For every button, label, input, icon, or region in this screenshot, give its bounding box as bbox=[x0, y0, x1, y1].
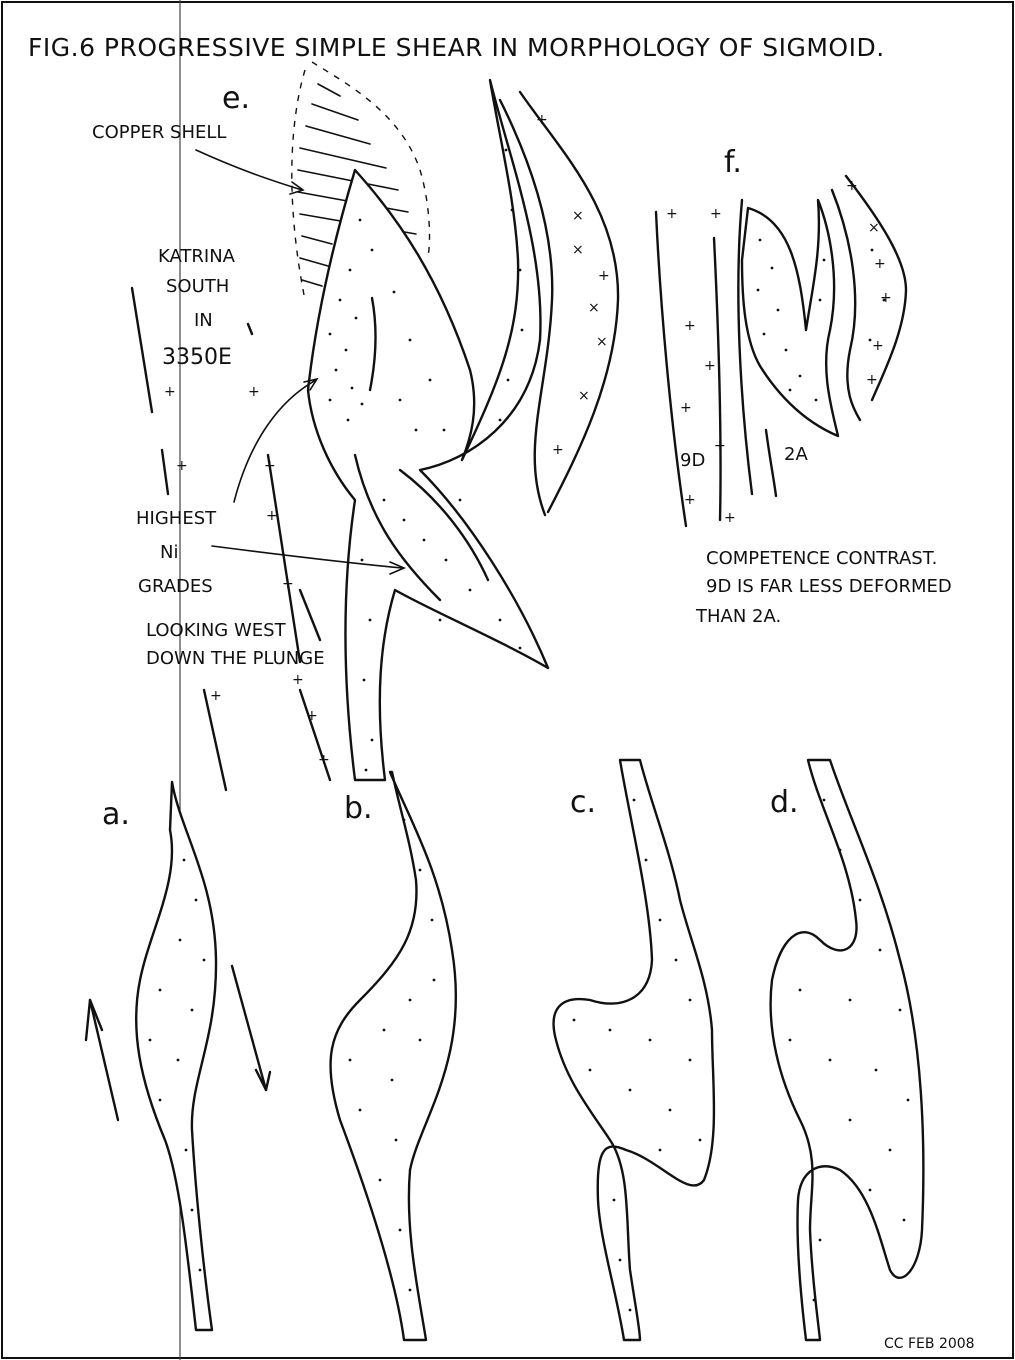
svg-text:×: × bbox=[596, 334, 608, 350]
svg-text:+: + bbox=[282, 576, 294, 592]
panel-label-d: d. bbox=[770, 785, 799, 820]
shear-arrow-right-a bbox=[232, 966, 266, 1090]
signature: CC FEB 2008 bbox=[884, 1336, 975, 1352]
host-line-f-4 bbox=[766, 430, 776, 496]
svg-text:+: + bbox=[536, 112, 548, 128]
grades-arrow-upper bbox=[234, 380, 316, 502]
sigmoid-body-a bbox=[136, 782, 216, 1330]
svg-text:×: × bbox=[572, 242, 584, 258]
svg-text:+: + bbox=[880, 290, 892, 306]
competence-note-line1: COMPETENCE CONTRAST. bbox=[706, 548, 937, 569]
grades-label-line3: GRADES bbox=[138, 576, 213, 597]
unit-label-2a: 2A bbox=[784, 444, 808, 465]
host-line-left-2 bbox=[162, 450, 168, 494]
svg-text:+: + bbox=[680, 400, 692, 416]
svg-text:+: + bbox=[704, 358, 716, 374]
sigmoid-body-b bbox=[330, 772, 455, 1340]
location-label-line1: KATRINA bbox=[158, 246, 236, 267]
host-line-f-2 bbox=[714, 238, 721, 520]
svg-text:+: + bbox=[666, 206, 678, 222]
copper-shell-label: COPPER SHELL bbox=[92, 122, 226, 143]
panel-c: c. bbox=[554, 760, 714, 1340]
svg-text:×: × bbox=[868, 220, 880, 236]
panel-b: b. bbox=[330, 772, 455, 1340]
svg-text:×: × bbox=[572, 208, 584, 224]
looking-label-line1: LOOKING WEST bbox=[146, 620, 287, 641]
svg-text:+: + bbox=[710, 206, 722, 222]
svg-text:+: + bbox=[266, 508, 278, 524]
panel-a: a. bbox=[86, 782, 270, 1330]
panel-d: d. bbox=[770, 760, 923, 1340]
host-line-f-1 bbox=[656, 212, 686, 526]
unit-label-9d: 9D bbox=[680, 450, 705, 471]
svg-text:+: + bbox=[210, 688, 222, 704]
shear-arrow-left-a bbox=[90, 1000, 118, 1120]
host-line-left-6 bbox=[204, 690, 226, 790]
panel-label-a: a. bbox=[102, 797, 130, 832]
location-label-line3: IN bbox=[194, 310, 213, 331]
panel-label-b: b. bbox=[344, 791, 373, 826]
svg-text:+: + bbox=[872, 338, 884, 354]
svg-text:+: + bbox=[846, 178, 858, 194]
panel-label-f: f. bbox=[724, 145, 742, 180]
host-line-left-1 bbox=[132, 288, 152, 412]
copper-shell-arrow bbox=[196, 150, 302, 190]
svg-text:+: + bbox=[248, 384, 260, 400]
host-line-left-5 bbox=[300, 590, 320, 640]
location-label-line4: 3350E bbox=[162, 345, 232, 370]
sigmoid-body-f bbox=[742, 200, 838, 436]
grades-label-line1: HIGHEST bbox=[136, 508, 217, 529]
panel-label-c: c. bbox=[570, 785, 596, 820]
sigmoid-body-e bbox=[308, 80, 548, 780]
svg-text:+: + bbox=[176, 458, 188, 474]
figure-title: FIG.6 PROGRESSIVE SIMPLE SHEAR IN MORPHO… bbox=[28, 33, 885, 62]
svg-text:+: + bbox=[264, 458, 276, 474]
svg-text:+: + bbox=[318, 752, 330, 768]
svg-text:×: × bbox=[588, 300, 600, 316]
svg-text:+: + bbox=[684, 492, 696, 508]
svg-text:+: + bbox=[306, 708, 318, 724]
looking-label-line2: DOWN THE PLUNGE bbox=[146, 648, 325, 669]
grades-label-line2: Ni bbox=[160, 542, 178, 563]
svg-text:+: + bbox=[552, 442, 564, 458]
competence-note-line2: 9D IS FAR LESS DEFORMED bbox=[706, 576, 952, 597]
svg-text:+: + bbox=[598, 268, 610, 284]
svg-text:+: + bbox=[724, 510, 736, 526]
host-line-left-3 bbox=[248, 324, 252, 334]
svg-text:+: + bbox=[714, 438, 726, 454]
svg-text:×: × bbox=[578, 388, 590, 404]
svg-text:+: + bbox=[684, 318, 696, 334]
panel-e: e. bbox=[92, 62, 618, 790]
sigmoid-body-c bbox=[554, 760, 714, 1340]
host-layer-f-inner bbox=[832, 190, 860, 420]
svg-text:+: + bbox=[164, 384, 176, 400]
competence-note-line3: THAN 2A. bbox=[695, 606, 781, 627]
panel-label-e: e. bbox=[222, 81, 250, 116]
svg-text:+: + bbox=[292, 672, 304, 688]
svg-text:+: + bbox=[866, 372, 878, 388]
sigmoid-body-d bbox=[771, 760, 924, 1340]
panel-f: f. + + + + + + + + + × + + + bbox=[656, 145, 952, 627]
copper-shell-left-edge bbox=[292, 70, 305, 300]
location-label-line2: SOUTH bbox=[166, 276, 229, 297]
svg-text:+: + bbox=[874, 256, 886, 272]
